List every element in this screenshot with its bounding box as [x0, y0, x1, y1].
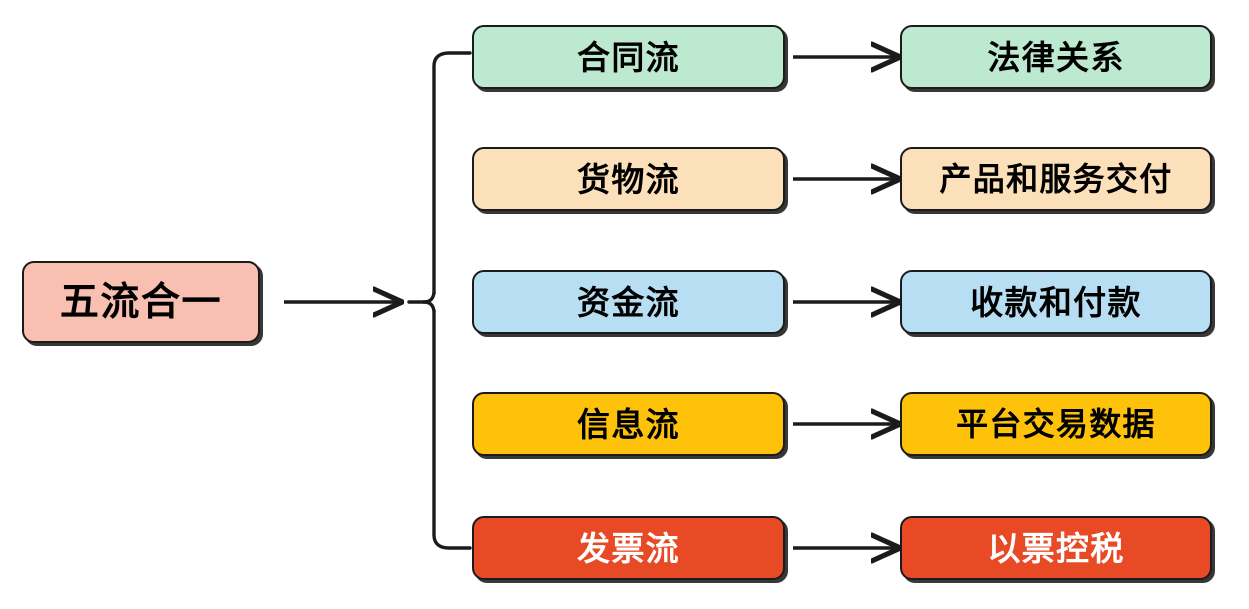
flow-node-1[interactable]: 合同流	[472, 25, 785, 89]
result-node-1[interactable]: 法律关系	[900, 25, 1212, 89]
root-node-five-flows[interactable]: 五流合一	[22, 261, 260, 343]
result-node-3[interactable]: 收款和付款	[900, 270, 1212, 334]
root-node-label: 五流合一	[59, 279, 223, 325]
result-node-2[interactable]: 产品和服务交付	[900, 147, 1212, 211]
flow-node-2-label: 货物流	[577, 159, 680, 199]
result-node-4-label: 平台交易数据	[956, 405, 1156, 443]
flow-node-5[interactable]: 发票流	[472, 516, 785, 580]
flow-node-3-label: 资金流	[577, 282, 680, 322]
result-node-5-label: 以票控税	[987, 528, 1125, 568]
brace-connector-icon	[407, 51, 472, 550]
flow-node-1-label: 合同流	[577, 37, 680, 77]
result-node-1-label: 法律关系	[987, 37, 1125, 77]
result-node-4[interactable]: 平台交易数据	[900, 392, 1212, 456]
result-node-5[interactable]: 以票控税	[900, 516, 1212, 580]
flow-node-3[interactable]: 资金流	[472, 270, 785, 334]
flow-node-5-label: 发票流	[577, 528, 680, 568]
result-node-3-label: 收款和付款	[970, 282, 1142, 322]
result-node-2-label: 产品和服务交付	[939, 160, 1173, 198]
flow-node-2[interactable]: 货物流	[472, 147, 785, 211]
flow-node-4[interactable]: 信息流	[472, 392, 785, 456]
flow-node-4-label: 信息流	[577, 404, 680, 444]
